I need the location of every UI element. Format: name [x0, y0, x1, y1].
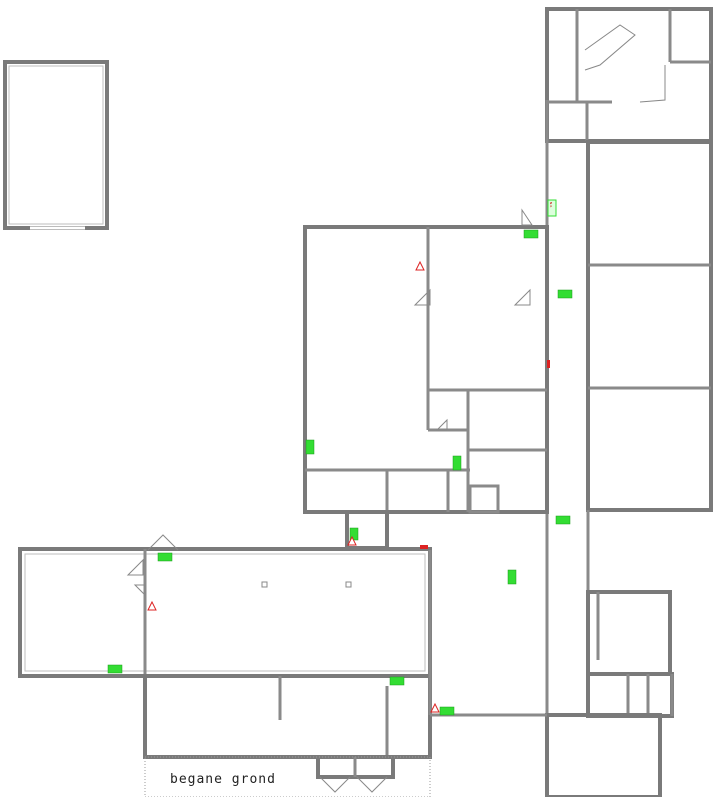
west-wing — [18, 534, 432, 793]
exit-signs — [107, 199, 573, 716]
emergency-sign-label: N.U. — [549, 201, 554, 209]
detached-building — [3, 60, 109, 230]
north-wing — [545, 7, 713, 143]
central-block — [303, 208, 549, 514]
warning-icons — [147, 260, 550, 713]
east-wing — [545, 100, 713, 797]
floor-title: begane grond — [170, 772, 276, 787]
